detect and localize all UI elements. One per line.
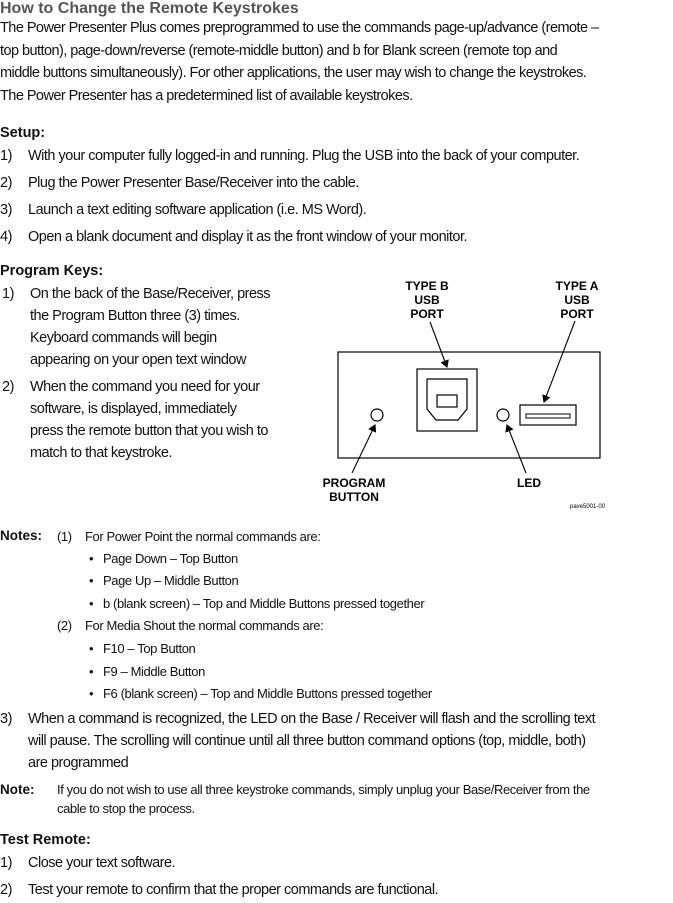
usb-type-b-pin-icon bbox=[436, 394, 458, 408]
setup-step-num: 4) bbox=[0, 229, 12, 245]
note-line: If you do not wish to use all three keys… bbox=[57, 782, 590, 797]
program-keys-heading: Program Keys: bbox=[0, 263, 104, 279]
program-step-line: Keyboard commands will begin bbox=[30, 330, 217, 346]
test-step-text: Close your text software. bbox=[28, 855, 176, 871]
note-bullet: b (blank screen) – Top and Middle Button… bbox=[103, 596, 425, 611]
program-step-line: will pause. The scrolling will continue … bbox=[28, 733, 586, 749]
test-step-num: 1) bbox=[0, 855, 12, 871]
usb-type-b-port bbox=[416, 368, 478, 432]
setup-step-text: Open a blank document and display it as … bbox=[28, 229, 468, 245]
note-line: cable to stop the process. bbox=[57, 801, 195, 816]
note-bullet: F10 – Top Button bbox=[103, 641, 196, 656]
program-step-line: match to that keystroke. bbox=[30, 445, 172, 461]
bullet-icon: • bbox=[89, 641, 94, 656]
test-step-text: Test your remote to confirm that the pro… bbox=[28, 882, 439, 898]
type-a-label: TYPE A bbox=[556, 279, 599, 293]
type-a-label: USB bbox=[564, 293, 590, 307]
bullet-icon: • bbox=[89, 573, 94, 588]
type-b-arrow bbox=[429, 321, 449, 369]
type-b-label: USB bbox=[414, 293, 440, 307]
setup-step-text: With your computer fully logged-in and r… bbox=[28, 148, 580, 164]
program-step-line: When a command is recognized, the LED on… bbox=[28, 711, 596, 727]
type-a-arrow bbox=[542, 320, 576, 404]
usb-type-a-port bbox=[519, 404, 577, 426]
intro-line: The Power Presenter has a predetermined … bbox=[0, 87, 413, 104]
note-bullet: F6 (blank screen) – Top and Middle Butto… bbox=[103, 686, 432, 701]
note-bullet: Page Down – Top Button bbox=[103, 551, 238, 566]
usb-type-a-pin-icon bbox=[525, 413, 571, 419]
note-label: Note: bbox=[0, 782, 35, 797]
program-step-line: On the back of the Base/Receiver, press bbox=[30, 286, 271, 302]
setup-step-num: 3) bbox=[0, 202, 12, 218]
type-a-label: PORT bbox=[560, 307, 594, 321]
program-button-label: BUTTON bbox=[329, 490, 379, 504]
receiver-back-diagram: TYPE B USB PORT TYPE A USB PORT PROGRAM … bbox=[323, 279, 606, 510]
type-b-label: PORT bbox=[410, 307, 444, 321]
program-step-line: appearing on your open text window bbox=[30, 352, 246, 368]
led-icon bbox=[496, 408, 510, 422]
setup-step-num: 2) bbox=[0, 175, 12, 191]
program-button-arrow bbox=[351, 424, 377, 474]
note-text: For Media Shout the normal commands are: bbox=[85, 618, 324, 633]
bullet-icon: • bbox=[89, 686, 94, 701]
intro-paragraph: The Power Presenter Plus comes preprogra… bbox=[0, 17, 673, 107]
program-button-label: PROGRAM bbox=[323, 476, 386, 490]
bullet-icon: • bbox=[89, 551, 94, 566]
program-step-line: are programmed bbox=[28, 755, 129, 771]
type-b-label: TYPE B bbox=[405, 279, 449, 293]
setup-heading: Setup: bbox=[0, 125, 46, 141]
usb-type-b-socket-icon bbox=[426, 378, 468, 421]
intro-line: middle buttons simultaneously). For othe… bbox=[0, 65, 587, 81]
test-step-num: 2) bbox=[0, 882, 12, 898]
setup-step-text: Plug the Power Presenter Base/Receiver i… bbox=[28, 175, 359, 191]
program-step-num: 3) bbox=[0, 711, 12, 727]
note-num: (1) bbox=[57, 529, 72, 544]
program-step-line: software, is displayed, immediately bbox=[30, 401, 237, 417]
note-num: (2) bbox=[57, 618, 72, 633]
setup-step-text: Launch a text editing software applicati… bbox=[28, 202, 367, 218]
program-step-line: the Program Button three (3) times. bbox=[30, 308, 240, 324]
intro-line: The Power Presenter Plus comes preprogra… bbox=[0, 20, 599, 36]
test-remote-heading: Test Remote: bbox=[0, 832, 91, 848]
setup-step-num: 1) bbox=[0, 148, 12, 164]
note-bullet: Page Up – Middle Button bbox=[103, 573, 239, 588]
intro-line: top button), page-down/reverse (remote-m… bbox=[0, 42, 558, 59]
page-title: How to Change the Remote Keystrokes bbox=[0, 0, 299, 17]
receiver-panel bbox=[337, 351, 601, 459]
note-text: For Power Point the normal commands are: bbox=[85, 529, 321, 544]
led-arrow bbox=[505, 423, 527, 474]
program-step-line: When the command you need for your bbox=[30, 379, 260, 395]
led-label: LED bbox=[517, 476, 541, 490]
note-bullet: F9 – Middle Button bbox=[103, 664, 205, 679]
figure-ref: pave5001-00 bbox=[570, 504, 606, 510]
program-step-num: 1) bbox=[2, 286, 14, 302]
bullet-icon: • bbox=[89, 596, 94, 611]
bullet-icon: • bbox=[89, 664, 94, 679]
program-step-line: press the remote button that you wish to bbox=[30, 423, 268, 439]
program-step-num: 2) bbox=[2, 379, 14, 395]
program-button-icon bbox=[370, 408, 384, 422]
notes-label: Notes: bbox=[0, 528, 43, 543]
